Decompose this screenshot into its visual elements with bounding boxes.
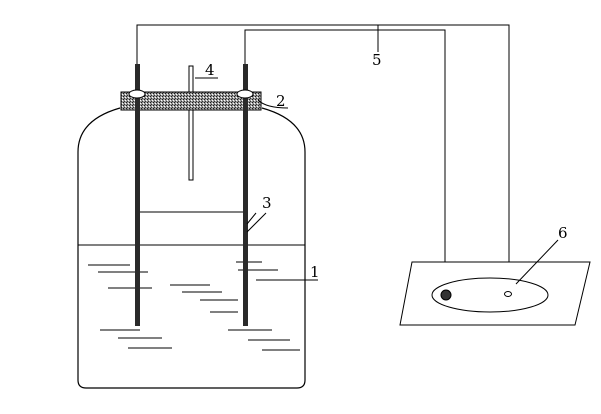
jar-outline xyxy=(77,107,306,389)
label-6: 6 xyxy=(558,224,568,242)
label-3: 3 xyxy=(262,194,272,212)
leader-lines xyxy=(195,77,559,285)
electrode-right xyxy=(243,64,248,326)
plate-ellipse xyxy=(431,277,549,313)
liquid-marks xyxy=(88,261,300,351)
contact-dark xyxy=(440,289,452,301)
electrode-left xyxy=(135,64,140,326)
electrode-cap-left xyxy=(128,89,146,99)
rod-4 xyxy=(188,65,194,181)
label-5: 5 xyxy=(372,51,382,69)
label-2: 2 xyxy=(276,92,286,110)
wires xyxy=(136,24,510,293)
label-4: 4 xyxy=(205,61,215,79)
stopper xyxy=(120,91,262,111)
label-1: 1 xyxy=(310,263,320,281)
electrode-cap-right xyxy=(236,89,254,99)
contact-small xyxy=(504,291,512,297)
